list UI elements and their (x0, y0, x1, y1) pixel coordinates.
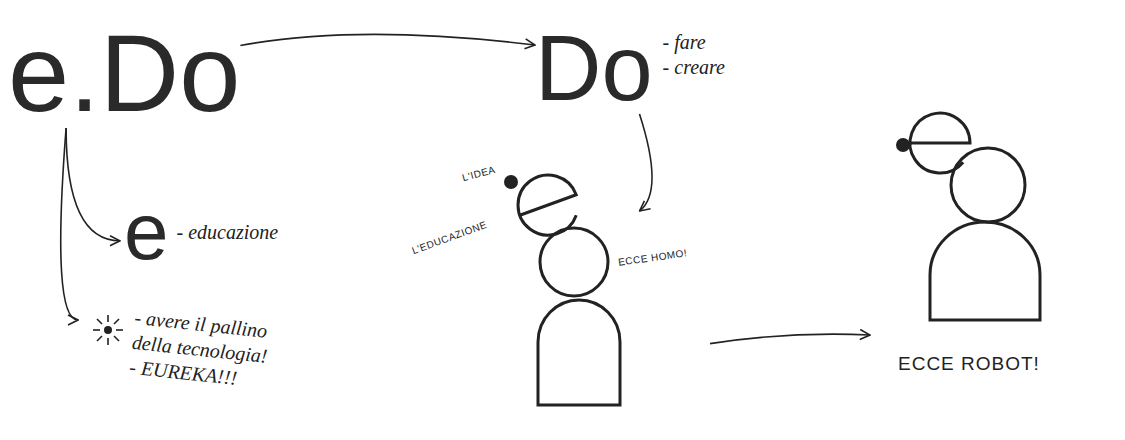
node-text: ECCE ROBOT! (898, 353, 1040, 376)
o-head-circle (540, 228, 608, 296)
node-text: Do (535, 22, 653, 114)
robot-figure-box: ECCE ROBOT! (870, 115, 1050, 390)
arrow-connector (66, 128, 120, 241)
ray (93, 329, 100, 331)
ray (97, 319, 102, 324)
node-text: - creare (663, 55, 725, 80)
idea-note: - avere il pallino della tecnologia!- EU… (78, 305, 294, 380)
e-head-shape (910, 113, 970, 173)
e-word: e - educazione (120, 188, 282, 276)
node-text: e.Do (8, 18, 240, 128)
arrow-connector (240, 34, 535, 45)
idea-burst (93, 315, 123, 345)
d-body-shape (930, 222, 1040, 320)
arrow-connector (640, 114, 653, 211)
logo-word: e.Do (8, 18, 240, 128)
text-column: - avere il pallino della tecnologia!- EU… (128, 305, 293, 396)
human-figure-box: L'IDEA L'EDUCAZIONE ECCE HOMO! (390, 160, 710, 415)
idea-dot (104, 326, 112, 334)
idea-dot (896, 138, 910, 152)
ray (97, 336, 102, 341)
ray (114, 336, 119, 341)
ray (107, 338, 109, 345)
node-text: L'EDUCAZIONE (410, 219, 488, 257)
arrow-connector (710, 334, 870, 343)
arrow-connector (61, 128, 78, 320)
human-figure (504, 167, 620, 405)
o-head-circle (951, 148, 1025, 222)
node-text: L'IDEA (461, 164, 497, 184)
ray (114, 319, 119, 324)
ray (116, 329, 123, 331)
node-text: - educazione (177, 220, 279, 245)
text-column: - fare- creare (663, 22, 725, 80)
node-text: e (124, 192, 169, 272)
do-word: Do- fare- creare (535, 22, 725, 114)
node-text: ECCE HOMO! (618, 247, 688, 269)
idea-dot (504, 175, 518, 189)
robot-figure (896, 113, 1040, 320)
node-text: - fare (663, 30, 725, 55)
ray (107, 315, 109, 322)
e-head-shape (510, 167, 587, 244)
d-body-shape (538, 300, 620, 405)
